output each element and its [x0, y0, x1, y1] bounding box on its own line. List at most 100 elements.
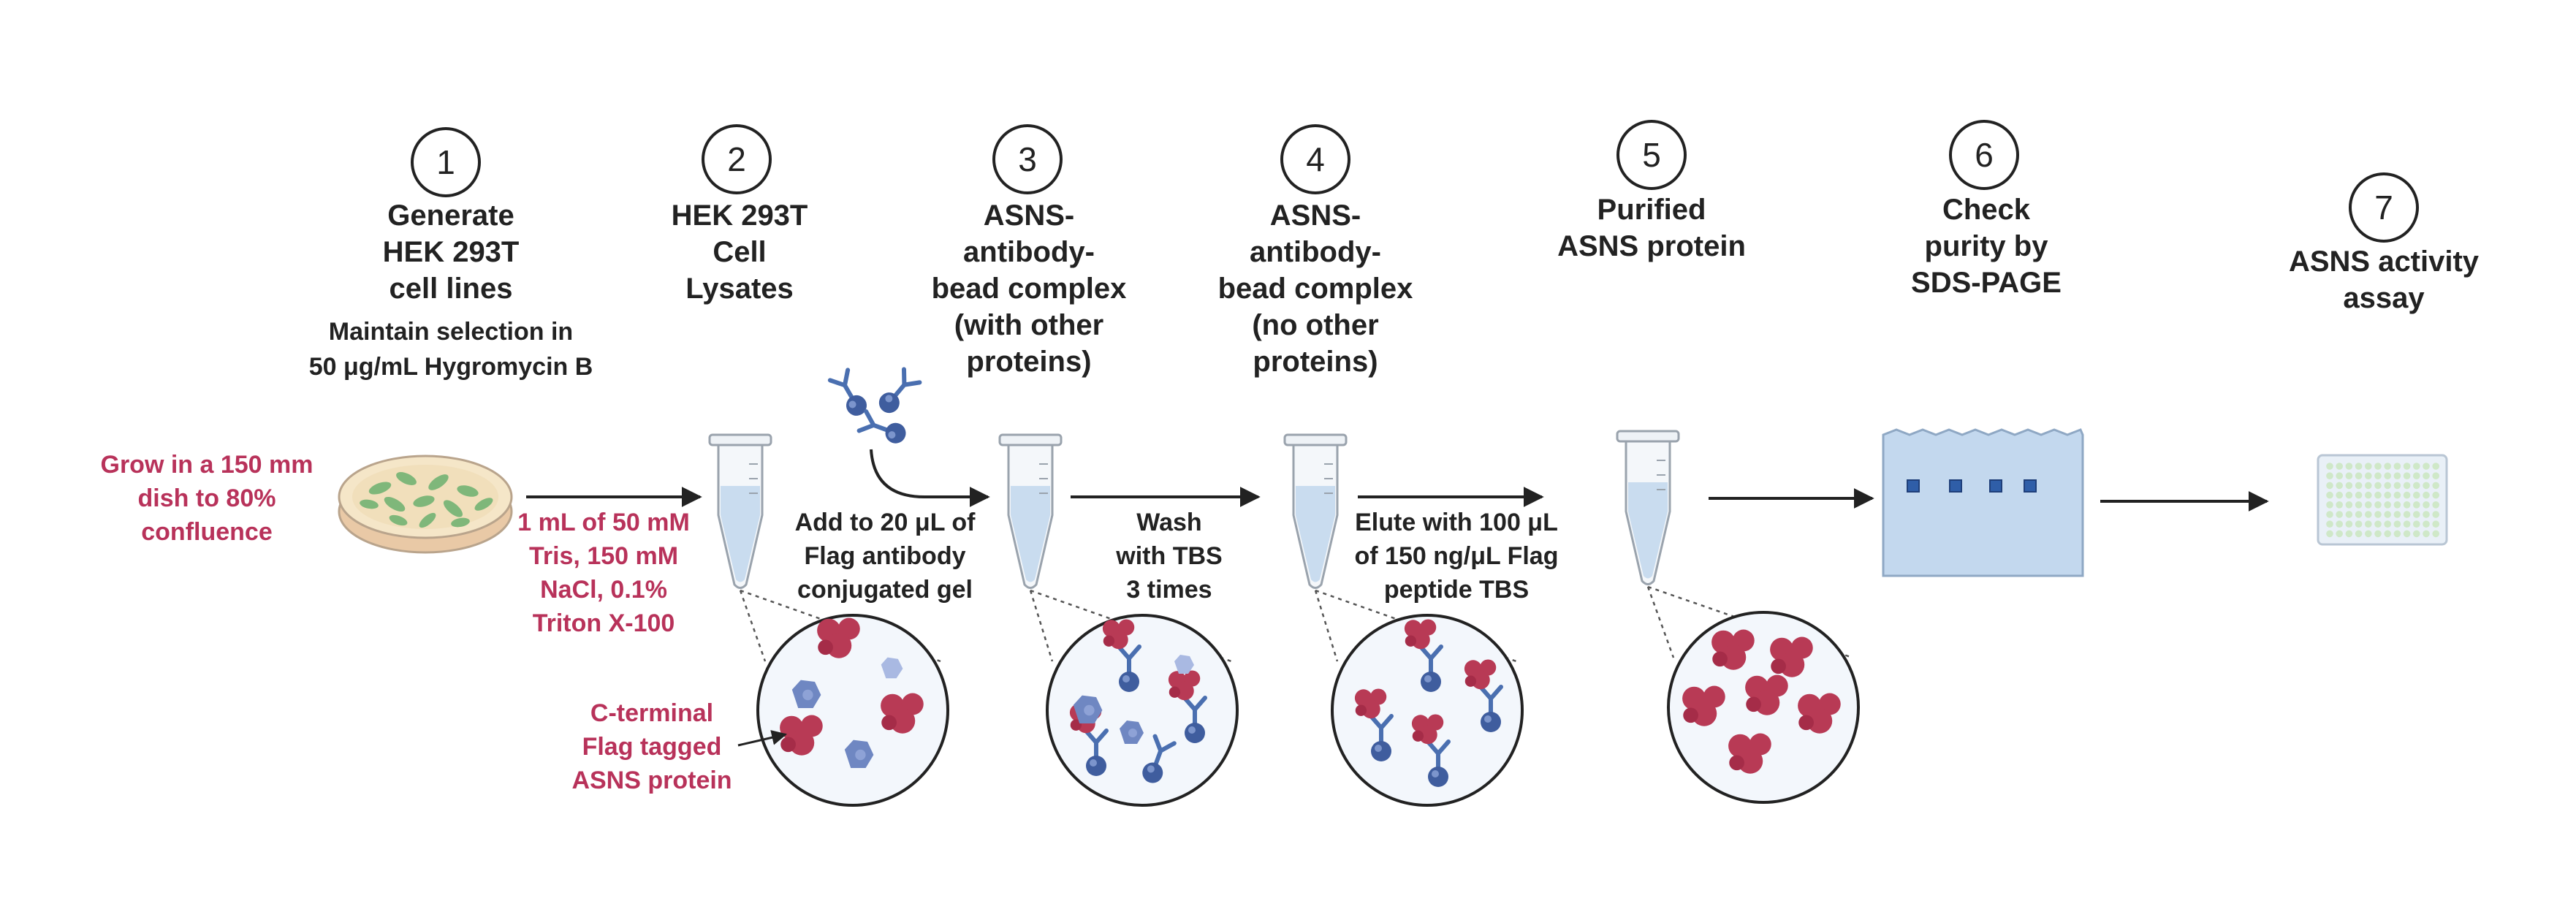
- c-terminal-pointer: [737, 730, 788, 747]
- plate-well: [2384, 472, 2391, 479]
- step-3-title: ASNS- antibody- bead complex (with other…: [931, 199, 1127, 378]
- plate-well: [2355, 520, 2363, 528]
- step-1-subtitle: Maintain selection in 50 μg/mL Hygromyci…: [308, 318, 593, 381]
- well-plate-icon: [2317, 454, 2448, 546]
- plate-well: [2345, 511, 2353, 518]
- plate-well: [2423, 501, 2430, 509]
- plate-well: [2374, 482, 2382, 490]
- plate-well: [2432, 463, 2439, 470]
- plate-well: [2355, 530, 2363, 538]
- plate-well: [2423, 463, 2430, 470]
- plate-well: [2432, 472, 2439, 479]
- plate-well: [2345, 530, 2353, 538]
- plate-well: [2393, 530, 2401, 538]
- plate-well: [2393, 472, 2401, 479]
- plate-well: [2384, 501, 2391, 509]
- petri-dish-icon: [338, 455, 513, 554]
- plate-well: [2365, 472, 2372, 479]
- plate-well: [2336, 463, 2343, 470]
- plate-well: [2423, 511, 2430, 518]
- plate-well: [2355, 482, 2363, 490]
- plate-well: [2384, 463, 2391, 470]
- zoom-circle-washed: [1331, 614, 1524, 807]
- plate-well: [2413, 491, 2420, 499]
- plate-well: [2423, 520, 2430, 528]
- plate-well: [2374, 472, 2382, 479]
- plate-well: [2384, 511, 2391, 518]
- plate-well: [2336, 501, 2343, 509]
- plate-well: [2374, 491, 2382, 499]
- plate-well: [2374, 520, 2382, 528]
- tube-icon-eluate: [1616, 430, 1680, 585]
- plate-well: [2393, 491, 2401, 499]
- plate-well: [2345, 463, 2353, 470]
- plate-well: [2393, 511, 2401, 518]
- plate-well: [2413, 520, 2420, 528]
- plate-well: [2345, 472, 2353, 479]
- plate-well: [2365, 463, 2372, 470]
- step-1-number: 1: [436, 143, 455, 181]
- arrow-2-3: [870, 449, 990, 507]
- wash-annotation: Wash with TBS 3 times: [1116, 509, 1223, 604]
- plate-well: [2345, 520, 2353, 528]
- step-4-circle: [1280, 124, 1350, 194]
- plate-well: [2393, 501, 2401, 509]
- antibody-bead-icons: [830, 369, 920, 446]
- plate-well: [2326, 472, 2333, 479]
- plate-well: [2413, 482, 2420, 490]
- plate-well: [2336, 520, 2343, 528]
- plate-well: [2355, 463, 2363, 470]
- plate-well: [2413, 511, 2420, 518]
- plate-well: [2374, 501, 2382, 509]
- plate-well: [2413, 463, 2420, 470]
- plate-well: [2365, 482, 2372, 490]
- plate-well: [2413, 472, 2420, 479]
- plate-well: [2326, 463, 2333, 470]
- plate-well: [2336, 491, 2343, 499]
- plate-well: [2326, 482, 2333, 490]
- step-5-number: 5: [1642, 136, 1661, 174]
- plate-well: [2423, 491, 2430, 499]
- plate-well: [2403, 530, 2411, 538]
- plate-well: [2326, 491, 2333, 499]
- elute-annotation: Elute with 100 μL of 150 ng/μL Flag pept…: [1354, 509, 1559, 604]
- step-3-number: 3: [1018, 140, 1037, 178]
- plate-well: [2365, 511, 2372, 518]
- zoom-circle-bound: [1046, 614, 1239, 807]
- plate-well: [2423, 530, 2430, 538]
- plate-well: [2393, 463, 2401, 470]
- plate-well: [2374, 463, 2382, 470]
- plate-well: [2413, 530, 2420, 538]
- step-2-title: HEK 293T Cell Lysates: [671, 199, 808, 305]
- plate-well: [2403, 472, 2411, 479]
- plate-well: [2403, 520, 2411, 528]
- plate-well: [2345, 501, 2353, 509]
- plate-well: [2355, 472, 2363, 479]
- plate-well: [2393, 482, 2401, 490]
- plate-well: [2384, 530, 2391, 538]
- step-7-number: 7: [2374, 189, 2393, 227]
- zoom-circle-purified: [1667, 611, 1860, 804]
- plate-well: [2423, 482, 2430, 490]
- c-terminal-annotation: C-terminal Flag tagged ASNS protein: [571, 699, 732, 794]
- plate-well: [2336, 530, 2343, 538]
- grow-annotation: Grow in a 150 mm dish to 80% confluence: [100, 451, 314, 546]
- plate-well: [2432, 511, 2439, 518]
- step-7-circle: [2349, 172, 2419, 243]
- step-number-circles: 1 2 3 4 5 6 7: [411, 120, 2419, 243]
- tube-icon-wash: [1283, 433, 1348, 589]
- tube-icon-lysate: [708, 433, 772, 589]
- add-gel-annotation: Add to 20 μL of Flag antibody conjugated…: [794, 509, 976, 604]
- step-5-circle: [1616, 120, 1687, 190]
- lysis-buffer-annotation: 1 mL of 50 mM Tris, 150 mM NaCl, 0.1% Tr…: [517, 509, 690, 637]
- plate-well: [2336, 511, 2343, 518]
- plate-well: [2365, 520, 2372, 528]
- plate-well: [2336, 472, 2343, 479]
- plate-well: [2355, 511, 2363, 518]
- tube-icon-gel: [998, 433, 1063, 589]
- plate-well: [2326, 501, 2333, 509]
- plate-well: [2393, 520, 2401, 528]
- step-2-circle: [702, 124, 772, 194]
- plate-well: [2403, 482, 2411, 490]
